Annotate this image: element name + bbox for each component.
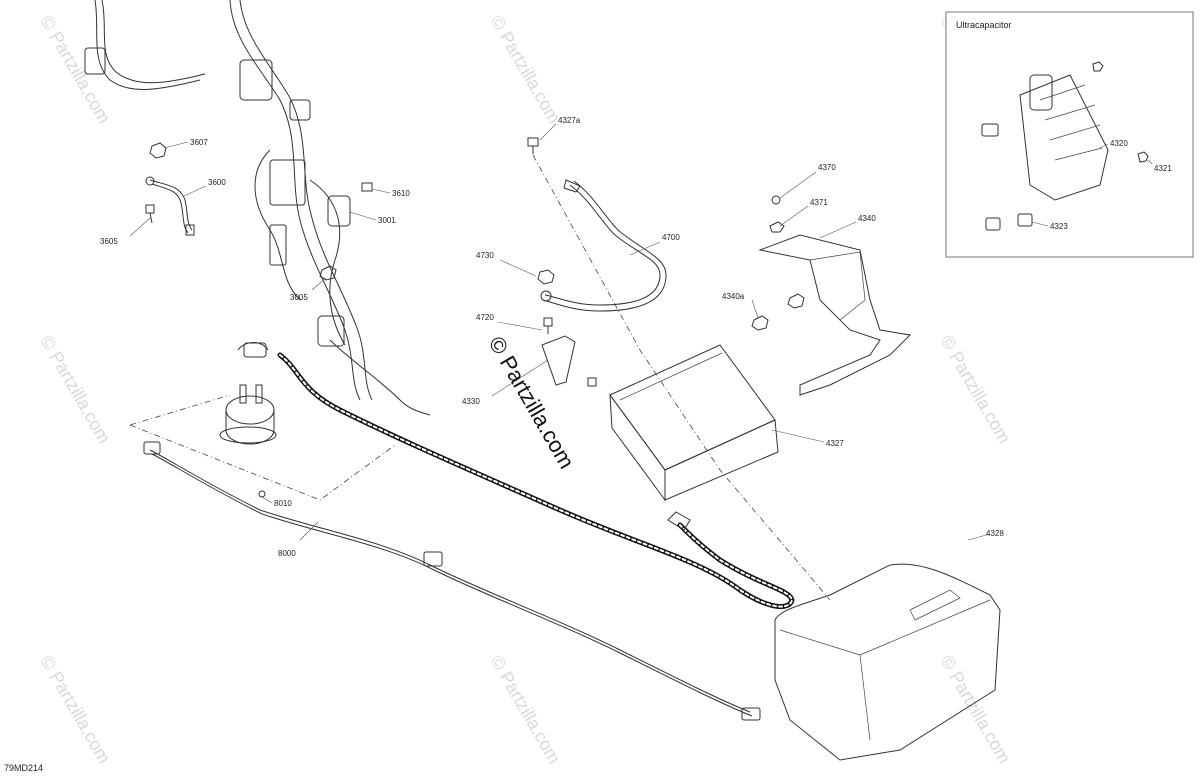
watermark-tile: © Partzilla.com — [937, 332, 1015, 447]
ground-cable-assembly — [145, 142, 195, 236]
label-3605: 3605 — [100, 237, 118, 246]
label-4327a: 4327a — [558, 116, 581, 125]
battery-tray — [774, 563, 1001, 761]
inset-title: Ultracapacitor — [956, 20, 1012, 30]
leader-lines — [129, 123, 1153, 541]
label-3610: 3610 — [392, 189, 410, 198]
watermark-tile: © Partzilla.com — [937, 652, 1015, 767]
fasteners — [319, 137, 805, 387]
label-4328: 4328 — [986, 529, 1004, 538]
main-wiring-harness — [84, 0, 431, 416]
battery-bracket — [758, 234, 912, 396]
label-3607: 3607 — [190, 138, 208, 147]
wire-8000 — [143, 441, 761, 721]
part-labels: 3607 3600 3605 3610 3001 3005 4327a 4370… — [100, 116, 1172, 558]
label-3001: 3001 — [378, 216, 396, 225]
label-4323: 4323 — [1050, 222, 1068, 231]
label-4370: 4370 — [818, 163, 836, 172]
solenoid — [219, 342, 277, 445]
label-4371: 4371 — [810, 198, 828, 207]
watermark-tile: © Partzilla.com — [487, 652, 565, 767]
watermark-tile: © Partzilla.com — [37, 652, 115, 767]
watermark-tile: © Partzilla.com — [37, 332, 115, 447]
label-4340a: 4340a — [722, 292, 745, 301]
battery — [609, 344, 779, 502]
ultracapacitor-inset: Ultracapacitor — [945, 11, 1194, 258]
label-4327: 4327 — [826, 439, 844, 448]
ultracapacitor — [1019, 74, 1109, 201]
drawing-code: 79MD214 — [4, 763, 43, 773]
label-3600: 3600 — [208, 178, 226, 187]
watermark-main: © Partzilla.com — [484, 332, 580, 473]
label-8000: 8000 — [278, 549, 296, 558]
label-4720: 4720 — [476, 313, 494, 322]
label-4700: 4700 — [662, 233, 680, 242]
label-4330: 4330 — [462, 397, 480, 406]
assembly-axis-line — [532, 154, 831, 601]
label-4321: 4321 — [1154, 164, 1172, 173]
terminal-cover — [541, 335, 576, 386]
battery-cable-harness — [277, 352, 795, 610]
label-3005: 3005 — [290, 293, 308, 302]
label-4340: 4340 — [858, 214, 876, 223]
label-4730: 4730 — [476, 251, 494, 260]
label-4320: 4320 — [1110, 139, 1128, 148]
label-8010: 8010 — [274, 499, 292, 508]
watermark-tile: © Partzilla.com — [487, 12, 565, 127]
battery-cable-4700 — [540, 179, 667, 312]
reference-box — [129, 394, 396, 501]
